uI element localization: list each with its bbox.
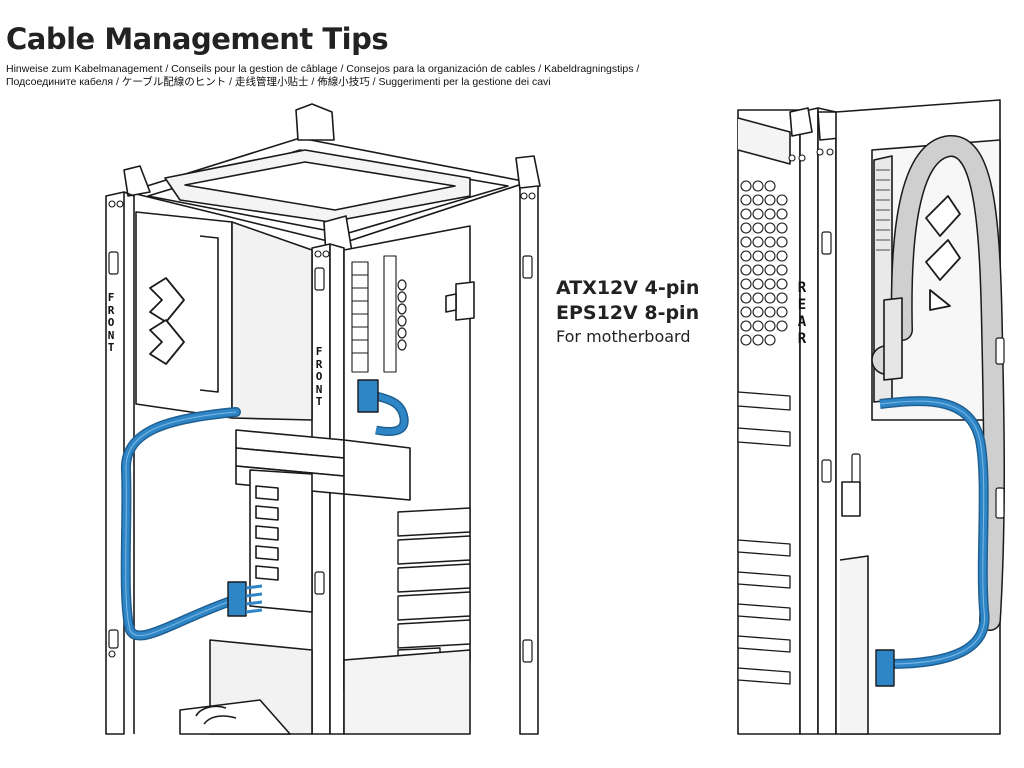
callout-note: For motherboard — [556, 327, 691, 346]
brand-chevron-icon-right — [925, 195, 961, 311]
chassis-right-illustration — [737, 99, 1005, 735]
callout-eps: EPS12V 8-pin — [556, 302, 700, 324]
subtitle-line-2: Подсоедините кабеля / ケーブル配線のヒント / 走线管理小… — [6, 75, 551, 88]
page-subtitle: Hinweise zum Kabelmanagement / Conseils … — [6, 63, 726, 88]
cable-right — [875, 396, 990, 687]
callout-atx: ATX12V 4-pin — [556, 277, 700, 299]
connector-callout: ATX12V 4-pin EPS12V 8-pin For motherboar… — [556, 276, 699, 348]
subtitle-line-1: Hinweise zum Kabelmanagement / Conseils … — [6, 63, 640, 75]
cable-center — [357, 379, 409, 436]
atx-connector-left — [227, 581, 263, 617]
chassis-left-illustration — [105, 103, 541, 735]
cable-left-loop — [120, 407, 241, 641]
brand-chevron-icon — [149, 277, 185, 365]
gray-cable-tube — [890, 135, 1005, 631]
page-title: Cable Management Tips — [6, 22, 389, 56]
